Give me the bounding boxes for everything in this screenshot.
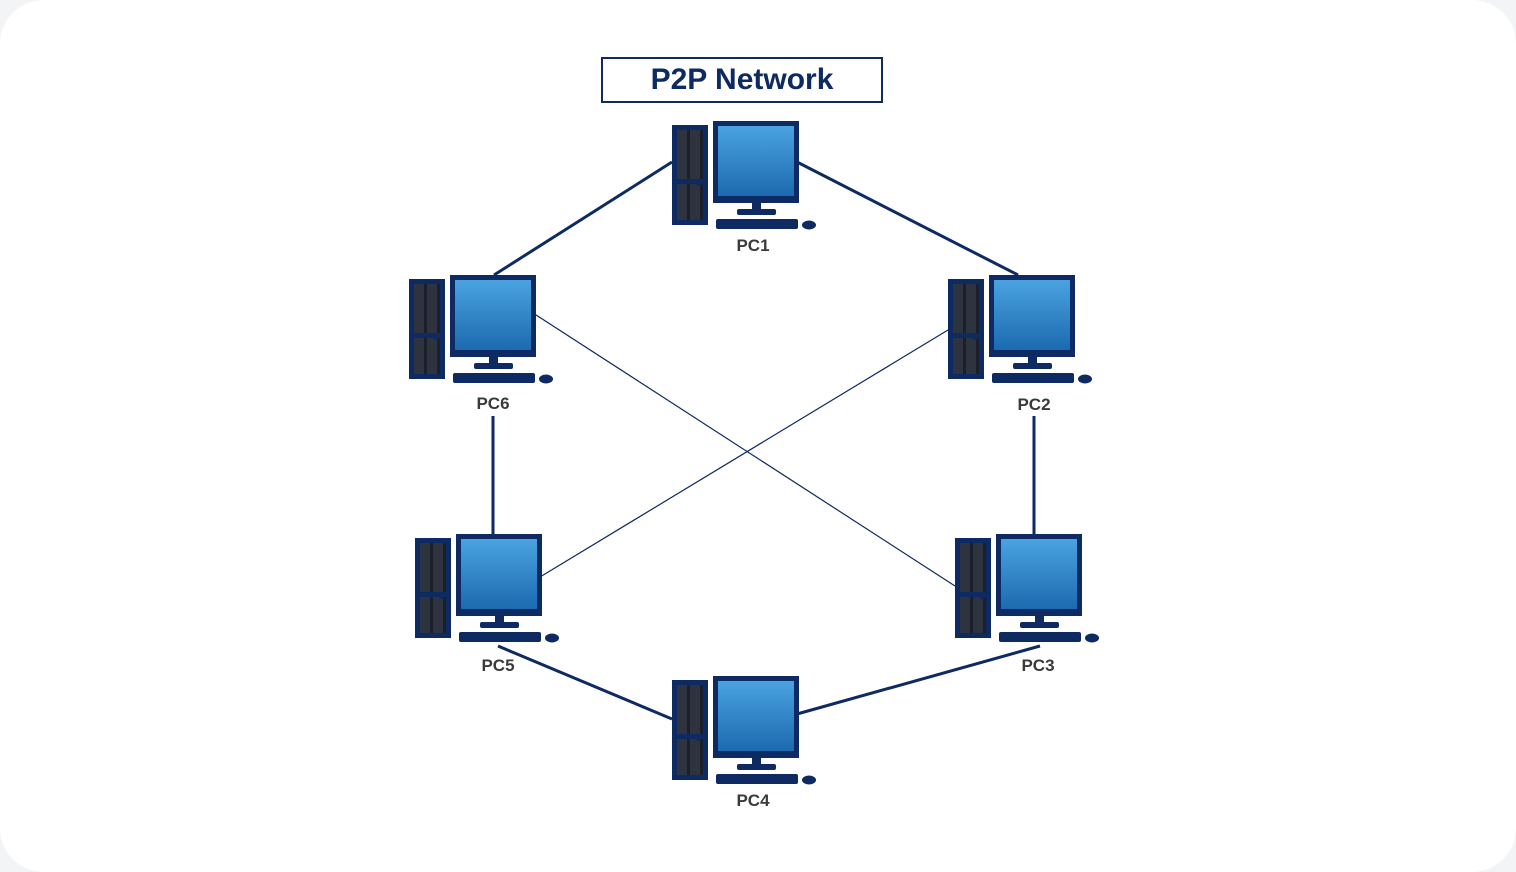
node-pc4: PC4 xyxy=(672,676,816,810)
edges-layer xyxy=(491,160,1041,721)
edge-pc4-pc5 xyxy=(497,644,673,721)
edge-pc3-pc4 xyxy=(796,644,1041,716)
node-label-pc5: PC5 xyxy=(481,656,514,675)
edge-pc1-pc2 xyxy=(796,160,1019,277)
diagram-title: P2P Network xyxy=(601,57,883,103)
node-label-pc1: PC1 xyxy=(736,236,769,255)
node-label-pc2: PC2 xyxy=(1017,395,1050,414)
node-label-pc6: PC6 xyxy=(476,394,509,413)
desktop-computer-icon xyxy=(409,275,553,384)
desktop-computer-icon xyxy=(948,275,1092,384)
node-pc3: PC3 xyxy=(955,534,1099,675)
desktop-computer-icon xyxy=(955,534,1099,643)
node-pc1: PC1 xyxy=(672,121,816,255)
node-pc6: PC6 xyxy=(409,275,553,413)
desktop-computer-icon xyxy=(415,534,559,643)
desktop-computer-icon xyxy=(672,121,816,230)
edge-pc6-pc1 xyxy=(493,160,673,277)
desktop-computer-icon xyxy=(672,676,816,785)
edge-pc6-pc3 xyxy=(532,312,956,587)
node-label-pc3: PC3 xyxy=(1021,656,1054,675)
edge-pc2-pc5 xyxy=(539,329,949,578)
node-label-pc4: PC4 xyxy=(736,791,770,810)
node-pc2: PC2 xyxy=(948,275,1092,414)
node-pc5: PC5 xyxy=(415,534,559,675)
